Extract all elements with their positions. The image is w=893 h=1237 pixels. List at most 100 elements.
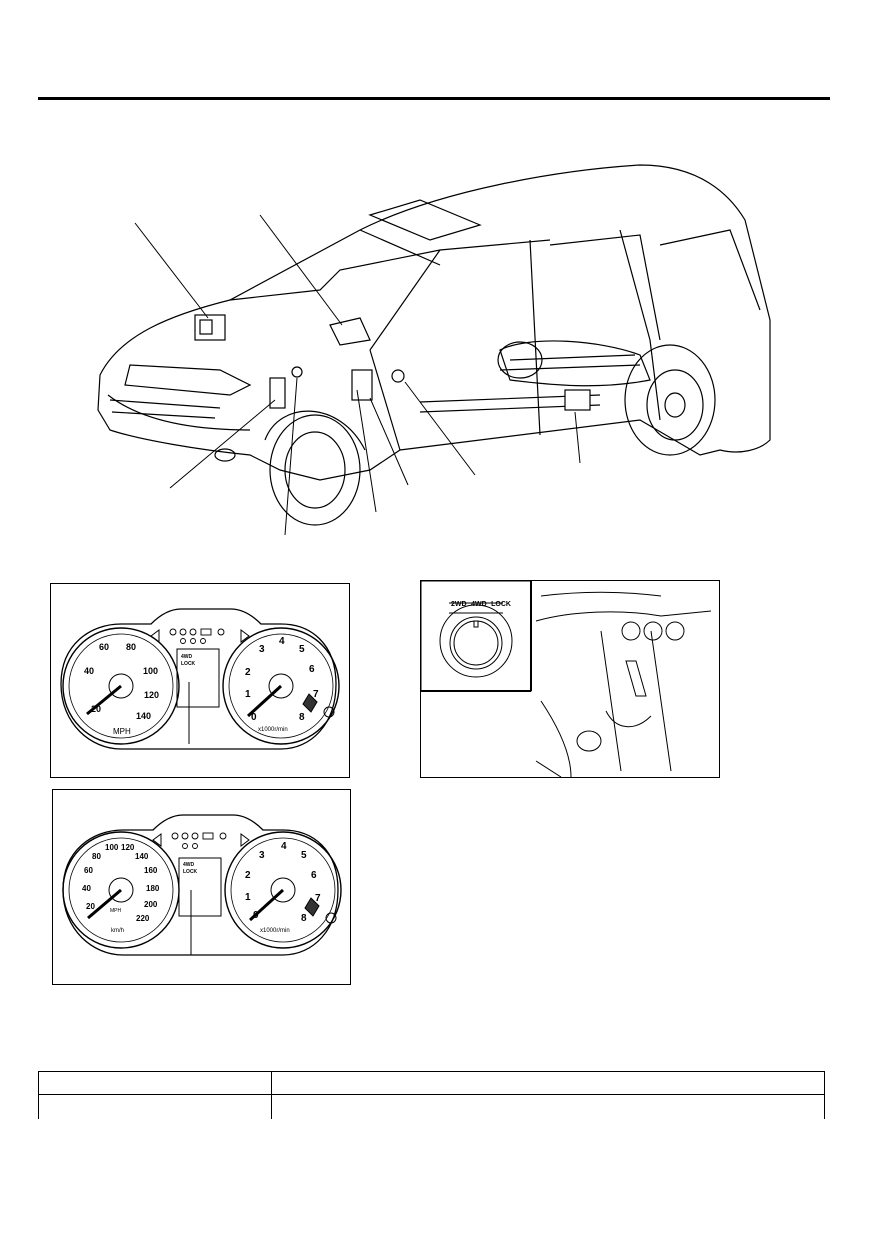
tick-label: 40 [84,666,95,676]
rear-brake-disc [646,369,704,441]
console-switch [665,621,685,641]
tick-label: 3 [259,644,265,655]
tick-label: 140 [136,711,152,721]
selector-position-2wd: 2WD [451,601,467,608]
combination-meter-kmh [62,814,342,956]
selector-position-4wd: 4WD [471,601,487,608]
selector-dial-outer [439,604,513,678]
grille [109,399,221,419]
redline-band [304,897,320,917]
tick-label: 20 [91,704,102,714]
turn-left-arrow-icon [152,833,162,847]
speedometer-needle [86,684,122,716]
panel-cluster-kmh: 20 40 60 80 100 120 140 160 180 200 220 … [52,789,351,985]
tick-label: 8 [299,712,305,723]
tacho-tick-labels: 0 1 2 3 4 5 6 7 8 x1000r/min [51,584,349,777]
g-sensor [391,369,405,383]
speed-tick-labels: 20 40 60 80 100 120 140 160 180 200 220 … [53,790,350,984]
trip-reset-knob [323,706,335,718]
console-switch [621,621,641,641]
tick-label: 0 [251,712,257,723]
table-cell [38,1094,272,1119]
cup-holder [576,730,602,752]
turn-right-arrow-icon [240,833,250,847]
rear-wheel [624,344,716,456]
turn-right-arrow-icon [240,629,250,643]
tacho-unit-label: x1000r/min [260,928,290,934]
tick-label: 4 [281,841,287,852]
sunroof [368,199,482,241]
engine-ecu [269,377,286,409]
warning-lamp-row [171,832,227,849]
table-row [38,1094,825,1119]
speedometer-needle [87,888,122,920]
table-cell [271,1094,825,1119]
cowl-ecu [329,317,371,346]
tick-label: 60 [99,642,110,652]
tick-label: 120 [144,690,160,700]
vehicle-body-outline [97,164,771,481]
speed-unit-label: km/h [111,928,125,934]
panel-cluster-mph: 20 40 60 80 100 120 140 MPH 0 1 2 3 4 5 … [50,583,350,778]
spec-table [38,1071,825,1119]
selector-position-lock: LOCK [491,601,511,608]
tick-label: 220 [136,914,150,923]
tick-label: 80 [126,642,137,652]
tick-label: 1 [245,892,251,903]
tick-label: 2 [245,870,251,881]
shift-lever [625,660,647,697]
selector-position-labels: 2WD 4WD LOCK [451,601,511,608]
tachometer-needle [246,684,283,718]
tick-label: 8 [301,913,307,924]
tachometer-needle [248,888,285,922]
tick-label: 7 [315,893,321,904]
tick-label: 60 [84,866,93,875]
inner-unit-label: MPH [110,908,122,914]
panel-drive-mode-selector: 2WD 4WD LOCK [420,580,720,778]
console-illustration [421,581,712,777]
leader-lines [134,214,581,536]
warning-lamp-row [169,628,225,644]
console-switch [643,621,663,641]
selector-pointer [473,620,479,628]
headlight [124,364,252,396]
vehicle-component-diagram [97,164,771,536]
switch-module [291,366,303,378]
tick-label: 4 [279,636,285,647]
table-cell [271,1071,825,1095]
4wd-lock-indicator: 4WD LOCK [181,654,196,667]
selector-inset-frame [421,581,532,692]
speed-unit-label: MPH [113,727,131,736]
tick-label: 0 [253,910,259,921]
4wd-lock-indicator: 4WD LOCK [183,862,198,875]
tick-label: 140 [135,852,149,861]
tick-label: 180 [146,884,160,893]
header-rule [38,97,830,100]
selector-dial [449,616,503,670]
table-cell [38,1071,272,1095]
tick-label: 80 [92,852,101,861]
table-row [38,1071,825,1095]
combination-meter-mph [60,608,340,750]
tick-label: 100 [143,666,159,676]
center-display [178,857,222,917]
4wd-ecu [351,369,373,401]
tick-label: 6 [309,664,315,675]
tick-label: 1 [245,689,251,700]
tick-label: 5 [301,850,307,861]
center-display [176,648,220,708]
tick-label: 3 [259,850,265,861]
redline-band [302,693,318,713]
trip-reset-knob [325,912,337,924]
tick-label: 40 [82,884,91,893]
tachometer-dial [224,831,342,949]
tacho-unit-label: x1000r/min [258,727,288,733]
tick-label: 120 [121,843,135,852]
tick-label: 5 [299,644,305,655]
front-wheel [269,414,361,526]
tick-label: 100 [105,843,119,852]
tick-label: 20 [86,902,95,911]
tick-label: 7 [313,689,319,700]
rear-drivetrain [499,340,651,387]
speed-tick-labels: 20 40 60 80 100 120 140 MPH [51,584,349,777]
